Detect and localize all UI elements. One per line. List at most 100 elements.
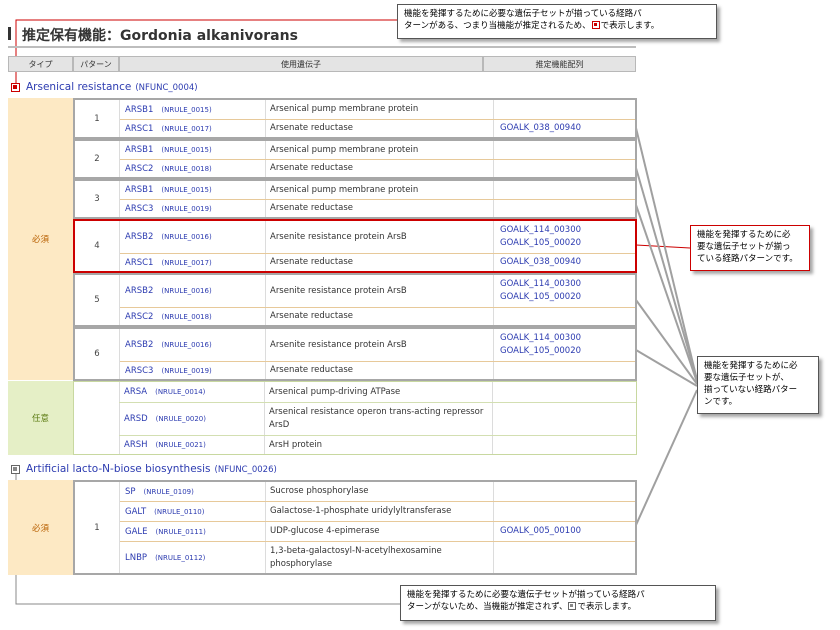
gene-cell[interactable]: GALE (NRULE_0111) [120, 522, 266, 541]
rule-link[interactable]: (NRULE_0014) [155, 388, 206, 396]
function-code: (NFUNC_0026) [214, 465, 277, 475]
sequence-link[interactable]: GOALK_038_00940 [500, 257, 582, 267]
table-row: ARSC1(NRULE_0017) Arsenate reductase GOA… [120, 119, 635, 137]
rule-link[interactable]: (NRULE_0110) [154, 507, 205, 516]
gene-cell[interactable]: ARSA (NRULE_0014) [119, 382, 265, 402]
gene-link[interactable]: ARSC3 [125, 203, 154, 214]
rule-link[interactable]: (NRULE_0018) [161, 164, 212, 173]
rule-link[interactable]: (NRULE_0017) [161, 258, 212, 267]
rule-link[interactable]: (NRULE_0015) [161, 146, 212, 154]
function-name[interactable]: Artificial lacto-N-biose biosynthesis [26, 463, 211, 475]
gene-link[interactable]: ARSB2 [125, 232, 154, 242]
gene-cell[interactable]: ARSB2 (NRULE_0016) [120, 275, 266, 307]
optional-rows: ARSA (NRULE_0014) Arsenical pump-driving … [119, 382, 636, 454]
gene-link[interactable]: ARSC2 [125, 163, 154, 174]
rule-link[interactable]: (NRULE_0021) [155, 441, 206, 449]
gene-cell[interactable]: ARSC2 (NRULE_0018) [120, 308, 266, 325]
sequence-link[interactable]: GOALK_038_00940 [500, 123, 582, 133]
gene-cell[interactable]: LNBP (NRULE_0112) [120, 542, 266, 573]
gene-cell[interactable]: SP (NRULE_0109) [120, 482, 266, 501]
gene-link[interactable]: ARSC1 [125, 257, 154, 268]
gene-link[interactable]: ARSB1 [125, 104, 154, 115]
rule-link[interactable]: (NRULE_0109) [143, 487, 194, 496]
sequence-cell [494, 308, 635, 325]
table-row: ARSB2(NRULE_0016) Arsenite resistance pr… [120, 275, 635, 307]
sequence-link[interactable]: GOALK_114_00300 [500, 225, 582, 235]
sequence-cell: GOALK_005_00100 [494, 522, 635, 541]
gene-cell[interactable]: ARSH (NRULE_0021) [119, 436, 265, 454]
sequence-link[interactable]: GOALK_105_00020 [500, 238, 582, 248]
pattern-rows: ARSB1(NRULE_0015) Arsenical pump membran… [120, 181, 635, 217]
sequence-link[interactable]: GOALK_105_00020 [500, 292, 582, 302]
pattern-box-4-highlighted: 4 ARSB2(NRULE_0016) Arsenite resistance … [73, 219, 637, 273]
gene-name: Galactose-1-phosphate uridylyltransferas… [266, 502, 494, 521]
gene-link[interactable]: ARSB2 [125, 286, 154, 296]
gene-cell[interactable]: ARSB1 (NRULE_0015) [120, 100, 266, 119]
pattern-rows: ARSB1(NRULE_0015) Arsenical pump membran… [120, 141, 635, 177]
gene-link[interactable]: ARSC1 [125, 123, 154, 134]
gene-link[interactable]: ARSD [124, 414, 148, 424]
gene-link[interactable]: ARSB2 [125, 340, 154, 350]
function-name[interactable]: Arsenical resistance [26, 81, 132, 93]
header-sequence: 推定機能配列 [483, 56, 636, 72]
gene-link[interactable]: ARSB1 [125, 145, 154, 155]
function-estimated-icon[interactable] [11, 83, 20, 92]
sequence-link[interactable]: GOALK_114_00300 [500, 333, 582, 343]
gene-link[interactable]: ARSB1 [125, 185, 154, 195]
rule-link[interactable]: (NRULE_0015) [161, 186, 212, 194]
gene-cell[interactable]: ARSC3 (NRULE_0019) [120, 362, 266, 379]
rule-link[interactable]: (NRULE_0015) [161, 105, 212, 114]
callout-text: で表示します。 [577, 602, 637, 612]
function-not-estimated-icon[interactable] [11, 465, 20, 474]
gene-link[interactable]: ARSC2 [125, 311, 154, 322]
pattern-box-5: 5 ARSB2(NRULE_0016) Arsenite resistance … [73, 273, 637, 327]
sequence-cell [493, 382, 636, 402]
gene-cell[interactable]: GALT (NRULE_0110) [120, 502, 266, 521]
callout-text: ターンがないため、当機能が推定されず、 [407, 602, 568, 612]
gene-cell[interactable]: ARSB1 (NRULE_0015) [120, 141, 266, 159]
rule-link[interactable]: (NRULE_0016) [161, 341, 212, 349]
rule-link[interactable]: (NRULE_0017) [161, 124, 212, 133]
sequence-cell [494, 502, 635, 521]
gene-cell[interactable]: ARSB1 (NRULE_0015) [120, 181, 266, 199]
gene-link[interactable]: ARSA [124, 387, 148, 397]
pattern-rows: ARSB1(NRULE_0015) Arsenical pump membran… [120, 100, 635, 137]
rule-link[interactable]: (NRULE_0016) [161, 233, 212, 241]
gene-link[interactable]: LNBP [125, 552, 148, 563]
callout-text: ンです。 [704, 397, 738, 407]
rule-link[interactable]: (NRULE_0112) [155, 553, 206, 562]
rule-link[interactable]: (NRULE_0018) [161, 312, 212, 321]
pattern-box-lacto-1: 1 SP(NRULE_0109) Sucrose phosphorylase G… [73, 480, 637, 575]
rule-link[interactable]: (NRULE_0016) [161, 287, 212, 295]
callout-right-gray: 機能を発揮するために必 要な遺伝子セットが、 揃っていない経路パター ンです。 [697, 356, 819, 414]
gene-link[interactable]: ARSC3 [125, 365, 154, 376]
gene-link[interactable]: ARSH [124, 440, 148, 450]
callout-text: 揃っていない経路パター [704, 385, 798, 395]
rule-link[interactable]: (NRULE_0019) [161, 366, 212, 375]
callout-bottom: 機能を発揮するために必要な遺伝子セットが揃っている経路パ ターンがないため、当機… [400, 585, 716, 621]
gene-cell[interactable]: ARSB2 (NRULE_0016) [120, 329, 266, 361]
table-row: LNBP(NRULE_0112) 1,3-beta-galactosyl-N-a… [120, 541, 635, 573]
pattern-box-1: 1 ARSB1(NRULE_0015) Arsenical pump membr… [73, 98, 637, 139]
gene-cell[interactable]: ARSB2 (NRULE_0016) [120, 221, 266, 253]
sequence-link[interactable]: GOALK_105_00020 [500, 346, 582, 356]
gene-cell[interactable]: ARSD (NRULE_0020) [119, 403, 265, 435]
table-row: ARSC1(NRULE_0017) Arsenate reductase GOA… [120, 253, 635, 271]
rule-link[interactable]: (NRULE_0111) [155, 527, 206, 536]
gene-link[interactable]: GALE [125, 526, 148, 537]
gene-cell[interactable]: ARSC3 (NRULE_0019) [120, 200, 266, 217]
function-title-arsenical[interactable]: Arsenical resistance(NFUNC_0004) [26, 81, 198, 93]
sequence-link[interactable]: GOALK_114_00300 [500, 279, 582, 289]
sequence-link[interactable]: GOALK_005_00100 [500, 526, 582, 536]
gene-cell[interactable]: ARSC2 (NRULE_0018) [120, 160, 266, 177]
callout-text: ターンがある、つまり当機能が推定されるため、 [404, 21, 591, 31]
rule-link[interactable]: (NRULE_0019) [161, 204, 212, 213]
gene-link[interactable]: GALT [125, 506, 147, 517]
gene-cell[interactable]: ARSC1 (NRULE_0017) [120, 120, 266, 137]
rule-link[interactable]: (NRULE_0020) [155, 415, 206, 423]
gene-name: Arsenical pump-driving ATPase [265, 382, 493, 402]
sequence-cell [494, 542, 635, 573]
function-title-lacto[interactable]: Artificial lacto-N-biose biosynthesis(NF… [26, 463, 277, 475]
gene-link[interactable]: SP [125, 486, 136, 497]
gene-cell[interactable]: ARSC1 (NRULE_0017) [120, 254, 266, 271]
